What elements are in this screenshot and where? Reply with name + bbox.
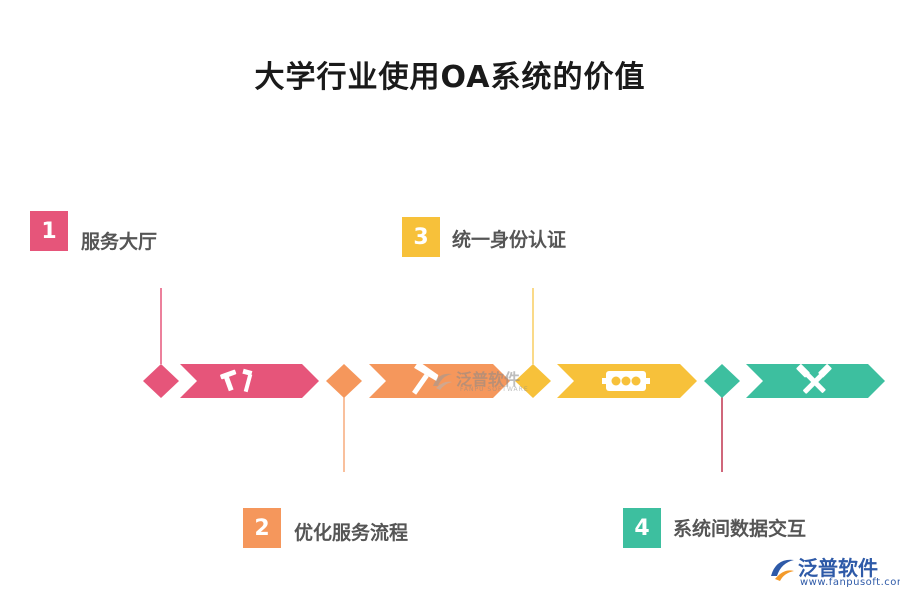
- hammer-icon: [412, 361, 439, 395]
- step-label-2: 优化服务流程: [294, 522, 409, 544]
- step-label-1: 服务大厅: [81, 231, 158, 253]
- watermark-sub: FANPU SOFTWARE: [460, 386, 529, 393]
- step-number-1: 1: [30, 211, 68, 251]
- step-label-3: 统一身份认证: [452, 229, 567, 251]
- watermark-name: 泛普软件: [456, 370, 521, 389]
- brand-url: www.fanpusoft.com: [800, 577, 900, 588]
- diamond-1: [143, 364, 179, 398]
- brand-logo: 泛普软件 www.fanpusoft.com: [768, 552, 900, 596]
- diamond-4: [704, 364, 740, 398]
- page-title: 大学行业使用OA系统的价值: [254, 60, 646, 95]
- watermark: 泛普软件 FANPU SOFTWARE: [430, 366, 545, 400]
- step-number-2: 2: [243, 508, 281, 548]
- brand-name: 泛普软件: [798, 556, 878, 580]
- diamond-2: [326, 364, 362, 398]
- crossed-hammers-icon: [796, 364, 832, 394]
- step-number-3: 3: [402, 217, 440, 257]
- step-label-4: 系统间数据交互: [673, 518, 807, 540]
- diamond-3: [515, 364, 551, 398]
- hammer-chisel-icon: [220, 368, 253, 393]
- brand-logo-icon: [771, 559, 794, 581]
- step-number-4: 4: [623, 508, 661, 548]
- watermark-logo-icon: [433, 373, 452, 390]
- traffic-light-icon: [602, 371, 650, 391]
